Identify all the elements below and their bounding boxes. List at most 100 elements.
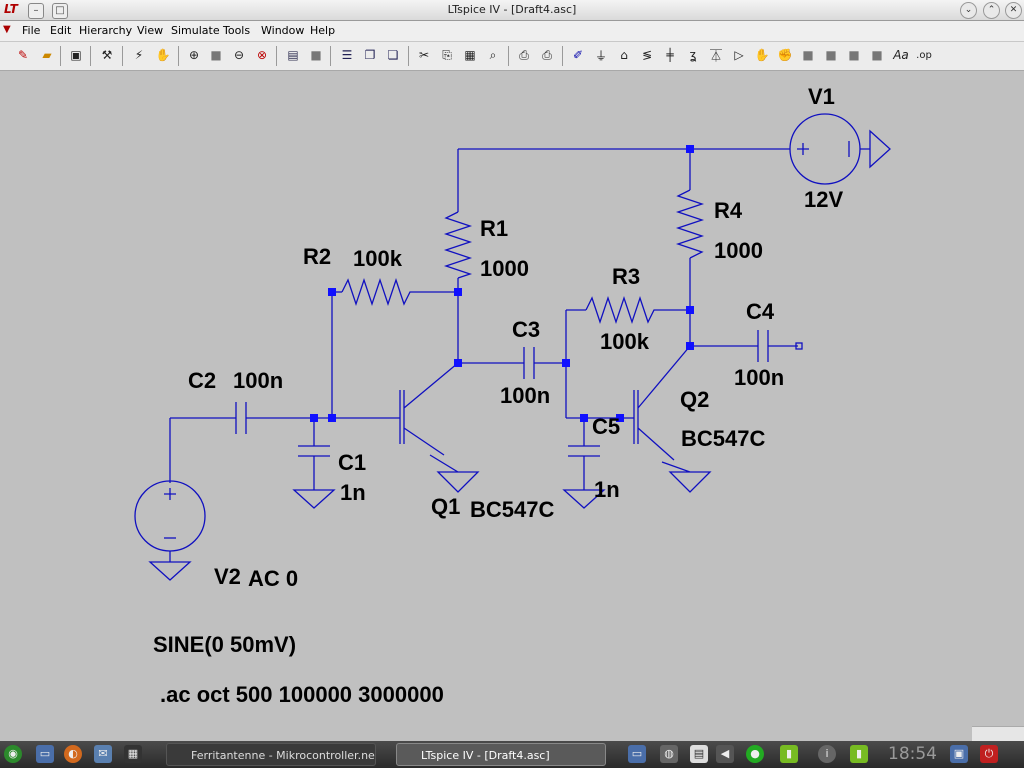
capacitor-c5-symbol	[568, 445, 600, 457]
drag-icon[interactable]: ✊	[777, 48, 793, 62]
menu-view[interactable]: View	[137, 24, 164, 37]
pan-icon[interactable]: ■	[210, 48, 222, 62]
paste-icon[interactable]: ▦	[464, 48, 476, 62]
ground-icon[interactable]: ⏚	[594, 48, 607, 63]
toolbar-separator	[122, 46, 123, 66]
new-schematic-icon[interactable]: ✎	[17, 48, 29, 62]
label-net-icon[interactable]: ⌂	[620, 48, 628, 62]
control-panel-icon[interactable]: ⚒	[101, 48, 113, 62]
battery-icon[interactable]: ▮	[780, 745, 798, 763]
v1-value: 12V	[804, 187, 843, 212]
menu-simulate[interactable]: Simulate	[171, 24, 220, 37]
chevron-down-icon[interactable]: ⌄	[960, 2, 977, 19]
c1-name: C1	[338, 450, 366, 475]
transistor-q2-symbol	[633, 345, 691, 461]
waveform-icon[interactable]: ■	[310, 48, 322, 62]
menu-tools[interactable]: Tools	[223, 24, 251, 37]
task-ltspice-window[interactable]: LTspice IV - [Draft4.asc]	[396, 743, 606, 766]
junction	[580, 414, 588, 422]
r3-name: R3	[612, 264, 640, 289]
capacitor-icon[interactable]: ╪	[666, 48, 674, 62]
cascade-icon[interactable]: ❐	[364, 48, 376, 62]
copy-icon[interactable]: ⎘	[442, 47, 452, 62]
close-icon[interactable]: ✕	[1005, 2, 1022, 19]
volume-icon[interactable]: ◀	[716, 745, 734, 763]
toolbar-separator	[90, 46, 91, 66]
junction	[686, 342, 694, 350]
mail-icon[interactable]: ✉	[94, 745, 112, 763]
menu-hierarchy[interactable]: Hierarchy	[79, 24, 133, 37]
start-menu-icon[interactable]: ◉	[4, 745, 22, 763]
capacitor-c1-symbol	[298, 445, 330, 457]
c5-name: C5	[592, 414, 620, 439]
shutdown-icon[interactable]: ⏻	[980, 745, 998, 763]
wire-icon[interactable]: ✐	[572, 48, 584, 62]
zoom-fit-icon[interactable]: ⊗	[256, 48, 268, 62]
output-port	[795, 342, 803, 350]
c3-name: C3	[512, 317, 540, 342]
find-icon[interactable]: ⌕	[489, 47, 497, 62]
ground-symbol	[562, 489, 606, 509]
zoom-in-icon[interactable]: ⊕	[188, 48, 200, 62]
junction	[686, 145, 694, 153]
menu-bar: ▼ File Edit Hierarchy View Simulate Tool…	[0, 21, 1024, 42]
text-tool-icon[interactable]: Aa	[893, 48, 909, 62]
network-icon[interactable]: ◍	[660, 745, 678, 763]
ground-symbol	[148, 561, 192, 581]
run-icon[interactable]: ⚡	[134, 48, 144, 62]
r1-value: 1000	[480, 256, 529, 281]
desktops-icon[interactable]: ▦	[124, 745, 142, 763]
zoom-out-icon[interactable]: ⊖	[233, 48, 245, 62]
resistor-icon[interactable]: ≶	[641, 48, 653, 62]
menu-file[interactable]: File	[22, 24, 41, 37]
show-desktop-icon[interactable]: ▭	[36, 745, 54, 763]
rotate-icon[interactable]: ■	[848, 48, 860, 62]
spice-directive-icon[interactable]: .op	[916, 49, 932, 61]
task-firefox-window[interactable]: Ferritantenne - Mikrocontroller.ne	[166, 743, 376, 766]
firefox-icon[interactable]: ◐	[64, 745, 82, 763]
mirror-icon[interactable]: ■	[871, 48, 883, 62]
diode-icon[interactable]: ⏄	[709, 48, 722, 63]
display-icon[interactable]: ▭	[628, 745, 646, 763]
halt-icon[interactable]: ✋	[155, 48, 171, 62]
maximize-button[interactable]: □	[52, 3, 68, 19]
undo-icon[interactable]: ■	[802, 48, 814, 62]
menu-edit[interactable]: Edit	[50, 24, 72, 37]
v1-plus-sign	[797, 143, 809, 155]
cut-icon[interactable]: ✂	[418, 48, 430, 62]
autorange-icon[interactable]: ▤	[287, 48, 299, 62]
open-folder-icon[interactable]: ▰	[42, 48, 52, 62]
toolbar-separator	[276, 46, 277, 66]
q2-name: Q2	[680, 387, 709, 412]
power-status-icon[interactable]: ▮	[850, 745, 868, 763]
junction	[310, 414, 318, 422]
chevron-up-icon[interactable]: ⌃	[983, 2, 1000, 19]
redo-icon[interactable]: ■	[825, 48, 837, 62]
inductor-icon[interactable]: ʓ	[689, 48, 697, 62]
lock-screen-icon[interactable]: ▣	[950, 745, 968, 763]
shade-button[interactable]: –	[28, 3, 44, 19]
c4-name: C4	[746, 299, 775, 324]
save-icon[interactable]: ▣	[70, 48, 82, 62]
system-menu-icon[interactable]: ▼	[3, 24, 11, 35]
r2-name: R2	[303, 244, 331, 269]
capacitor-c4-symbol	[757, 330, 769, 362]
move-icon[interactable]: ✋	[754, 48, 770, 62]
tile-vertical-icon[interactable]: ❏	[387, 48, 399, 62]
spice-directive: .ac oct 500 100000 3000000	[160, 682, 444, 707]
info-icon[interactable]: i	[818, 745, 836, 763]
junction	[328, 414, 336, 422]
r4-name: R4	[714, 198, 743, 223]
print-setup-icon[interactable]: ⎙	[519, 47, 529, 62]
menu-window[interactable]: Window	[261, 24, 305, 37]
tile-horizontal-icon[interactable]: ☰	[341, 48, 353, 62]
menu-help[interactable]: Help	[310, 24, 336, 37]
resistor-r1-symbol	[443, 211, 473, 279]
r1-name: R1	[480, 216, 508, 241]
q2-value: BC547C	[681, 426, 765, 451]
update-icon[interactable]: ●	[746, 745, 764, 763]
clipboard-icon[interactable]: ▤	[690, 745, 708, 763]
component-icon[interactable]: ▷	[734, 48, 744, 62]
schematic-canvas[interactable]: V1 12V R1 1000 R2 100k R4 1000 R3 100k C…	[0, 71, 1024, 741]
print-icon[interactable]: ⎙	[542, 47, 552, 62]
